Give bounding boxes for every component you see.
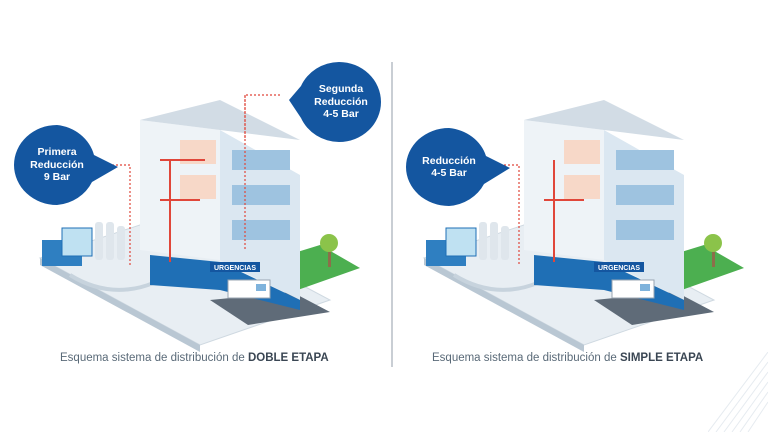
- caption-bold: DOBLE ETAPA: [247, 352, 329, 364]
- bubble-text: Primera Reducción 9 Bar: [30, 146, 84, 184]
- bubble-segunda-reduccion: Segunda Reducción 4-5 Bar: [289, 62, 381, 142]
- caption-prefix: Esquema sistema de distribución de: [432, 352, 617, 364]
- caption-doble-etapa: Esquema sistema de distribución de DOBLE…: [60, 352, 329, 364]
- oxygen-tanks: [42, 222, 125, 266]
- bubble-text: Segunda Reducción 4-5 Bar: [314, 83, 368, 121]
- panel-divider: [391, 62, 393, 367]
- simple-etapa-illustration: URGENCIAS: [422, 100, 744, 352]
- urgencias-sign: URGENCIAS: [214, 265, 256, 272]
- left-panel-doble-etapa: URGENCIAS Primera Reducción 9 Bar Segund…: [14, 62, 381, 364]
- decorative-corner-lines: [708, 352, 768, 432]
- caption-simple-etapa: Esquema sistema de distribución de SIMPL…: [432, 352, 703, 364]
- oxygen-tanks: [426, 222, 509, 266]
- doble-etapa-illustration: URGENCIAS: [38, 94, 360, 352]
- bubble-primera-reduccion: Primera Reducción 9 Bar: [14, 125, 118, 205]
- caption-bold: SIMPLE ETAPA: [619, 352, 704, 364]
- right-panel-simple-etapa: URGENCIAS Reducción 4-5 Bar Esquema sist…: [384, 0, 768, 432]
- ambulance-icon: [227, 279, 271, 299]
- distribution-pipes: [160, 159, 205, 262]
- building-right-face: [604, 130, 684, 300]
- palm-tree-icon: [320, 234, 338, 267]
- ambulance-icon: [611, 279, 655, 299]
- caption-prefix: Esquema sistema de distribución de: [60, 352, 245, 364]
- callout-lines: [108, 94, 280, 265]
- urgencias-sign: URGENCIAS: [598, 265, 640, 272]
- palm-tree-icon: [704, 234, 722, 267]
- bubble-reduccion: Reducción 4-5 Bar: [406, 128, 510, 206]
- distribution-pipes: [544, 160, 584, 262]
- bubble-text: Reducción 4-5 Bar: [422, 154, 476, 180]
- building-right-face: [220, 130, 300, 300]
